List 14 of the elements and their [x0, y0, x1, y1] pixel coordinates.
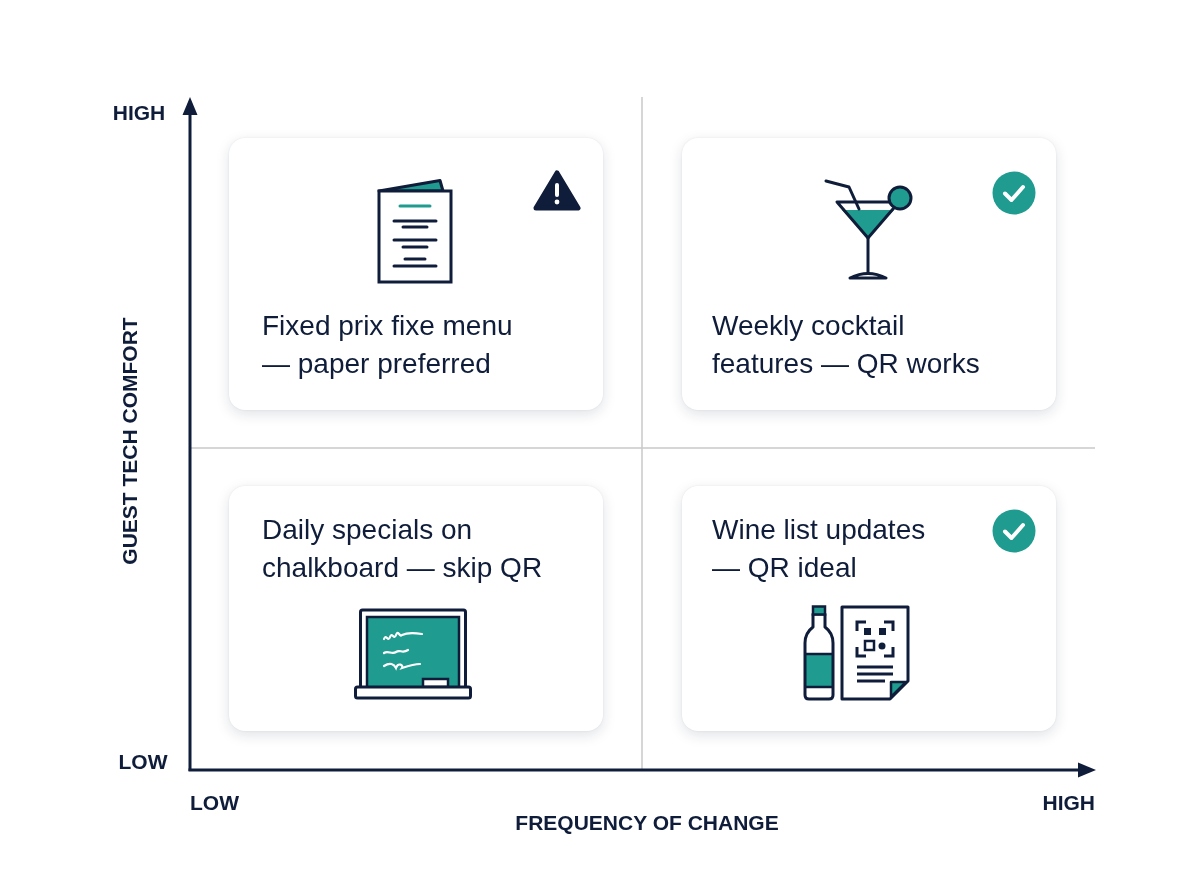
- card-title: Fixed prix fixe menu — paper preferred: [262, 309, 514, 381]
- axis-tick-label: LOW: [190, 791, 239, 815]
- axis-tick-label: LOW: [118, 750, 168, 774]
- axis-title: GUEST TECH COMFORT: [118, 317, 142, 565]
- quadrant-card: [682, 486, 1056, 731]
- quadrant-card: [229, 138, 603, 410]
- axis-tick-label: HIGH: [1042, 791, 1095, 815]
- axis-tick-label: HIGH: [112, 101, 166, 125]
- quadrant-card: [682, 138, 1056, 410]
- card-title: Weekly cocktail features — QR works: [712, 309, 981, 381]
- card-title: Daily specials on chalkboard — skip QR: [262, 513, 544, 585]
- axis-title: FREQUENCY OF CHANGE: [515, 811, 779, 835]
- quadrant-card: [229, 486, 603, 731]
- card-title: Wine list updates — QR ideal: [712, 513, 927, 585]
